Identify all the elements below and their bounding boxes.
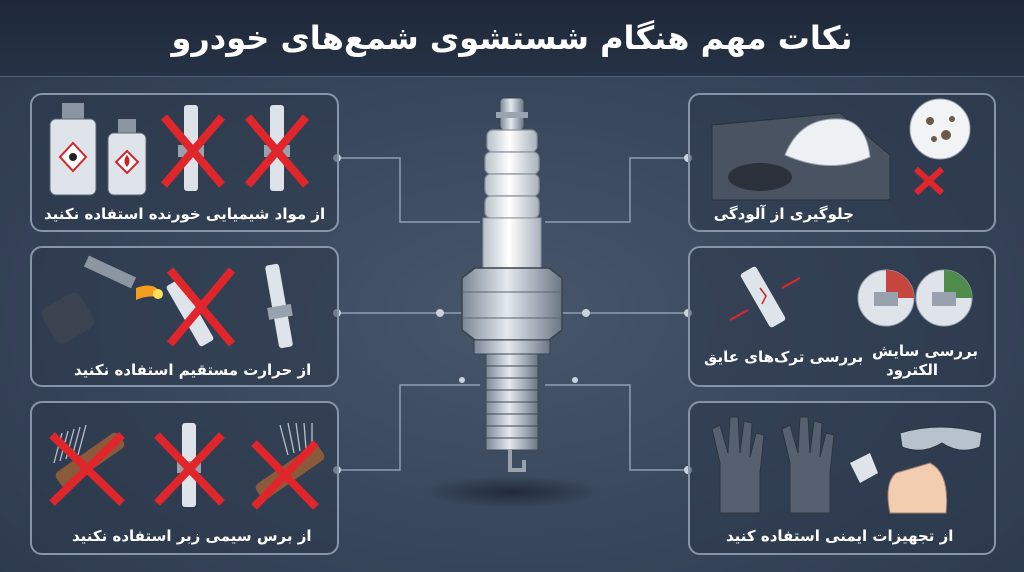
tip-panel-contamination: جلوگیری از آلودگی — [688, 93, 996, 232]
cracked-insulator-icon — [729, 266, 801, 328]
tip-label-chemicals: از مواد شیمیایی خورنده استفاده نکنید — [44, 205, 326, 223]
tip-panel-chemicals: از مواد شیمیایی خورنده استفاده نکنید — [30, 93, 339, 232]
tip-panel-safety-gear: از تجهیزات ایمنی استفاده کنید — [688, 401, 996, 555]
tip-label-safety-gear: از تجهیزات ایمنی استفاده کنید — [726, 527, 954, 545]
tip-label-insulator-cracks: بررسی ترک‌های عایق — [704, 348, 864, 366]
torch-heat-icon — [41, 255, 293, 349]
covered-spark-plug-hole-icon — [711, 98, 971, 201]
tip-label-contamination: جلوگیری از آلودگی — [713, 205, 854, 223]
tip-panel-heat: از حرارت مستقیم استفاده نکنید — [30, 246, 339, 387]
tip-label-electrode-wear-1: بررسی سایش — [872, 342, 978, 360]
tip-label-heat: از حرارت مستقیم استفاده نکنید — [74, 361, 312, 379]
wire-brush-icon — [49, 422, 325, 510]
tip-panel-inspections: بررسی ترک‌های عایق بررسی سایش الکترود — [688, 246, 996, 387]
chemical-bottles-icon — [49, 103, 310, 196]
gloves-goggles-icon — [711, 416, 983, 514]
tip-label-electrode-wear-2: الکترود — [886, 361, 938, 379]
spark-plug-crossed-icon — [160, 105, 226, 191]
page-title: نکات مهم هنگام شستشوی شمع‌های خودرو — [171, 19, 853, 57]
inspection-icons — [729, 266, 973, 328]
tip-panel-brush: از برس سیمی زبر استفاده نکنید — [30, 401, 339, 555]
title-bar: نکات مهم هنگام شستشوی شمع‌های خودرو — [0, 0, 1024, 77]
electrode-wear-icon — [857, 269, 973, 327]
tip-label-brush: از برس سیمی زبر استفاده نکنید — [72, 527, 312, 545]
